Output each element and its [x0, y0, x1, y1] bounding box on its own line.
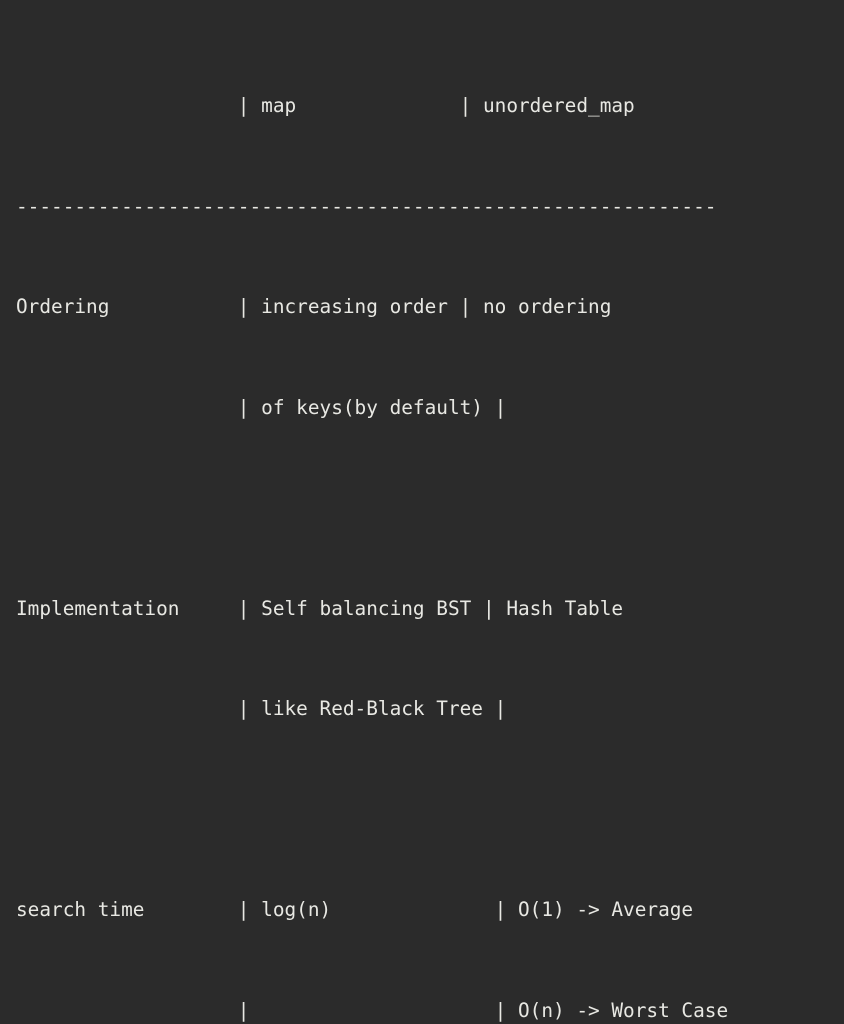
table-row: Implementation | Self balancing BST | Ha… [16, 592, 844, 626]
table-row-continuation: | | O(n) -> Worst Case [16, 994, 844, 1024]
table-row: search time | log(n) | O(1) -> Average [16, 893, 844, 927]
table-row: Ordering | increasing order | no orderin… [16, 290, 844, 324]
terminal-text-output: | map | unordered_map ------------------… [0, 0, 844, 512]
table-header-row: | map | unordered_map [16, 89, 844, 123]
table-header-separator: ----------------------------------------… [16, 190, 844, 224]
table-row-continuation: | of keys(by default) | [16, 391, 844, 425]
blank-line [16, 793, 844, 827]
blank-line [16, 491, 844, 525]
table-row-continuation: | like Red-Black Tree | [16, 692, 844, 726]
